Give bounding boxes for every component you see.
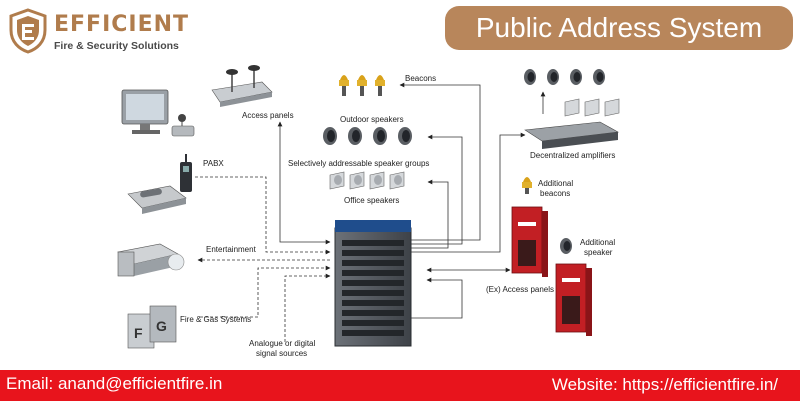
brand-logo: EFFICIENT Fire & Security Solutions [8,8,188,56]
connections [195,82,546,342]
svg-text:F: F [134,325,143,341]
additional-beacon-icon [522,177,532,194]
computer-icon [121,89,195,137]
brand-name: EFFICIENT [54,12,190,37]
beacons-icon [339,75,385,96]
beacons-label: Beacons [405,74,436,83]
decentralized-amplifiers-label: Decentralized amplifiers [530,151,615,160]
footer-email: Email: anand@efficientfire.in [6,374,223,393]
entertainment-device-icon [117,243,185,277]
amplifier-icon [524,121,619,149]
fire-gas-panel-icon: F G [127,305,177,349]
pabx-phone-icon [127,154,192,214]
outdoor-speakers-icon [323,127,412,145]
speaker-groups-label: Selectively addressable speaker groups [288,159,429,168]
svg-text:G: G [156,318,167,334]
page-title: Public Address System [445,6,793,50]
additional-speaker-label-1: Additional [580,238,615,247]
brand-tagline: Fire & Security Solutions [54,40,179,52]
additional-beacons-label-1: Additional [538,179,573,188]
ex-access-panels-label: (Ex) Access panels [486,285,554,294]
footer-website: Website: https://efficientfire.in/ [551,375,778,394]
additional-speaker-icon [560,238,572,254]
fire-gas-label: Fire & Gas Systems [180,315,251,324]
access-panel-icon [211,65,273,107]
additional-speaker-label-2: speaker [584,248,613,257]
entertainment-label: Entertainment [206,245,257,254]
pa-system-diagram: Access panels Beacons Outdoor speakers P… [117,65,620,358]
access-panels-label: Access panels [242,111,294,120]
additional-beacons-label-2: beacons [540,189,570,198]
office-speakers-icon [329,171,405,190]
analogue-sources-label-1: Analogue or digital [249,339,315,348]
shield-icon [9,8,47,54]
ex-access-panel-icon-2 [555,263,592,336]
ex-access-panel-icon [511,206,548,277]
contact-footer: Email: anand@efficientfire.in Website: h… [0,370,800,401]
analogue-sources-label-2: signal sources [256,349,307,358]
pabx-label: PABX [203,159,224,168]
office-speakers-label: Office speakers [344,196,399,205]
decentralized-amplifier-speakers-icon [524,69,620,117]
outdoor-speakers-label: Outdoor speakers [340,115,404,124]
central-pa-rack-icon [334,220,412,347]
